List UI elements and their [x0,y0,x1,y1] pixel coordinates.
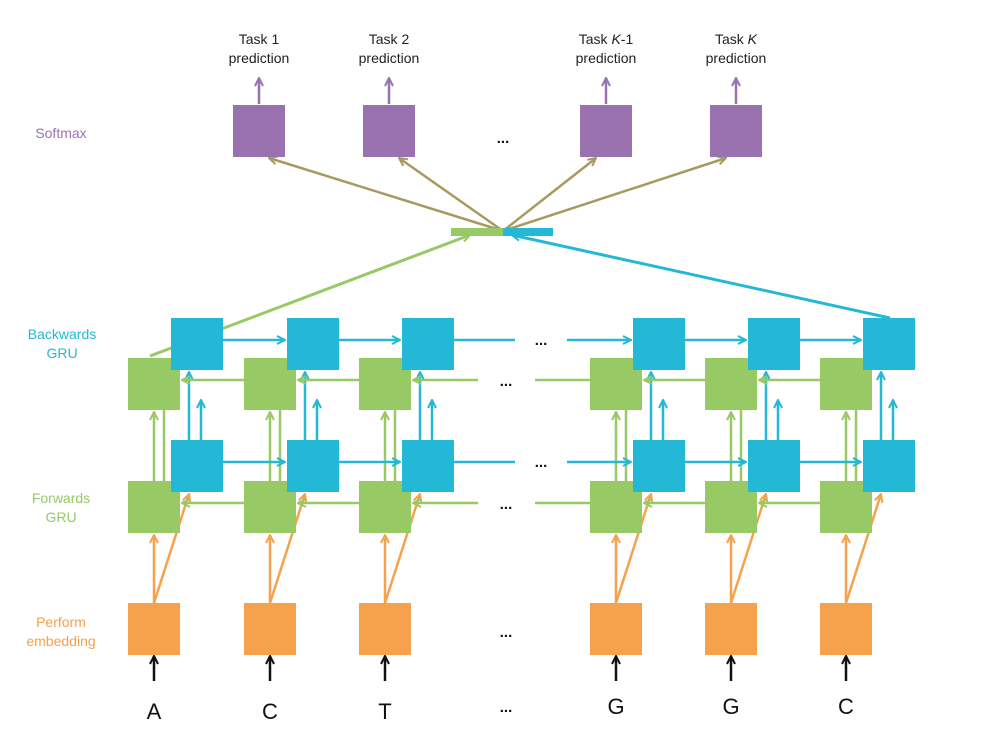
embedding-ellipsis: ... [500,624,513,641]
row-labels: Softmax Backwards GRU Forwards GRU Perfo… [26,125,96,649]
merge-bar-forward [451,228,503,236]
emb-to-bwd-arrow-1 [268,494,305,604]
token-5: C [838,694,854,719]
task-1-label-line1: Task 1 [239,31,280,47]
softmax-row-label: Softmax [35,125,86,141]
connection-layer [150,78,893,681]
task-labels: Task 1 prediction Task 2 prediction Task… [229,31,767,66]
merge-to-softmax-arrow-2 [502,158,596,232]
merge-to-softmax-arrow-3 [502,158,726,233]
forward-gru-row-label-line1: Forwards [32,490,90,506]
task-1-label-line2: prediction [229,50,290,66]
embedding-node-1 [244,603,296,655]
backward-gru-upper-node-2 [402,318,454,370]
forward-top-ellipsis: ... [500,373,513,390]
backward-top-ellipsis: ... [535,332,548,349]
token-4: G [722,694,739,719]
token-0: A [147,699,162,724]
backward-gru-upper-node-0 [171,318,223,370]
embedding-node-5 [820,603,872,655]
backward-gru-row-label-line1: Backwards [28,326,96,342]
ellipsis-markers: ... ... ... ... ... ... ... [497,130,548,716]
node-layer [128,105,915,655]
softmax-node-0 [233,105,285,157]
backward-gru-lower-node-3 [633,440,685,492]
backward-final-to-merge-arrow [512,235,891,320]
backward-gru-lower-node-1 [287,440,339,492]
forward-bottom-ellipsis: ... [500,496,513,513]
embedding-node-4 [705,603,757,655]
embedding-node-2 [359,603,411,655]
input-tokens: A C T G G C [147,694,854,724]
emb-to-bwd-arrow-5 [844,494,881,604]
task-k-minus-1-label-line2: prediction [576,50,637,66]
emb-to-bwd-arrow-3 [614,494,651,604]
backward-gru-upper-node-1 [287,318,339,370]
backward-gru-lower-node-4 [748,440,800,492]
backward-gru-lower-node-2 [402,440,454,492]
token-3: G [607,694,624,719]
backward-gru-lower-node-0 [171,440,223,492]
token-1: C [262,699,278,724]
backward-gru-row-label-line2: GRU [46,345,77,361]
merge-to-softmax-arrow-1 [399,158,504,233]
backward-gru-lower-node-5 [863,440,915,492]
backward-bottom-ellipsis: ... [535,454,548,471]
softmax-node-2 [580,105,632,157]
task-2-label-line2: prediction [359,50,420,66]
embedding-row-label-line2: embedding [26,633,95,649]
backward-gru-upper-node-4 [748,318,800,370]
softmax-node-3 [710,105,762,157]
embedding-node-3 [590,603,642,655]
token-ellipsis: ... [500,699,513,716]
emb-to-bwd-arrow-4 [729,494,766,604]
task-k-minus-1-label-line1: Task K-1 [579,31,634,47]
task-k-label-line1: Task K [715,31,758,47]
softmax-node-1 [363,105,415,157]
backward-gru-upper-node-3 [633,318,685,370]
backward-gru-upper-node-5 [863,318,915,370]
task-2-label-line1: Task 2 [369,31,410,47]
forward-gru-row-label-line2: GRU [45,509,76,525]
merge-to-softmax-arrow-0 [269,158,504,233]
emb-to-bwd-arrow-2 [383,494,420,604]
emb-to-bwd-arrow-0 [152,494,189,604]
merge-bar-backward [503,228,553,236]
token-2: T [378,699,391,724]
embedding-node-0 [128,603,180,655]
embedding-row-label-line1: Perform [36,614,86,630]
task-k-label-line2: prediction [706,50,767,66]
softmax-ellipsis: ... [497,130,510,147]
